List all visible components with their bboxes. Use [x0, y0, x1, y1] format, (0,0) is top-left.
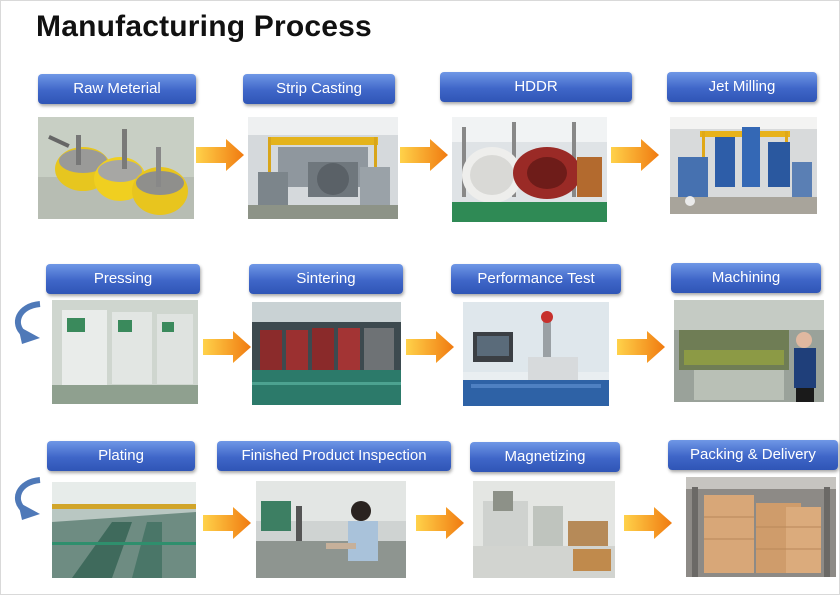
pressing-photo [52, 300, 198, 404]
jet-milling-photo [670, 117, 817, 214]
page-title: Manufacturing Process [36, 10, 372, 43]
arrow-right-icon [196, 139, 244, 171]
curved-arrow-icon [14, 477, 41, 520]
inspection-photo [256, 481, 406, 578]
arrow-right-icon [400, 139, 448, 171]
step-label-strip-casting: Strip Casting [243, 74, 395, 104]
raw-material-photo [38, 117, 194, 219]
step-label-packing-delivery: Packing & Delivery [668, 440, 838, 470]
strip-casting-photo [248, 117, 398, 219]
arrow-right-icon [617, 331, 665, 363]
curved-arrow-icon [14, 301, 41, 344]
step-label-jet-milling: Jet Milling [667, 72, 817, 102]
machining-photo [674, 300, 824, 402]
step-label-magnetizing: Magnetizing [470, 442, 620, 472]
arrow-right-icon [203, 507, 251, 539]
arrow-right-icon [203, 331, 251, 363]
step-label-sintering: Sintering [249, 264, 403, 294]
arrow-right-icon [406, 331, 454, 363]
step-label-performance-test: Performance Test [451, 264, 621, 294]
step-label-raw-material: Raw Meterial [38, 74, 196, 104]
arrow-right-icon [611, 139, 659, 171]
step-label-plating: Plating [47, 441, 195, 471]
magnetizing-photo [473, 481, 615, 578]
hddr-photo [452, 117, 607, 222]
step-label-machining: Machining [671, 263, 821, 293]
performance-test-photo [463, 302, 609, 406]
sintering-photo [252, 302, 401, 405]
step-label-pressing: Pressing [46, 264, 200, 294]
arrow-right-icon [416, 507, 464, 539]
step-label-hddr: HDDR [440, 72, 632, 102]
arrow-right-icon [624, 507, 672, 539]
packing-photo [686, 477, 836, 577]
step-label-finished-product-inspection: Finished Product Inspection [217, 441, 451, 471]
plating-photo [52, 482, 196, 578]
